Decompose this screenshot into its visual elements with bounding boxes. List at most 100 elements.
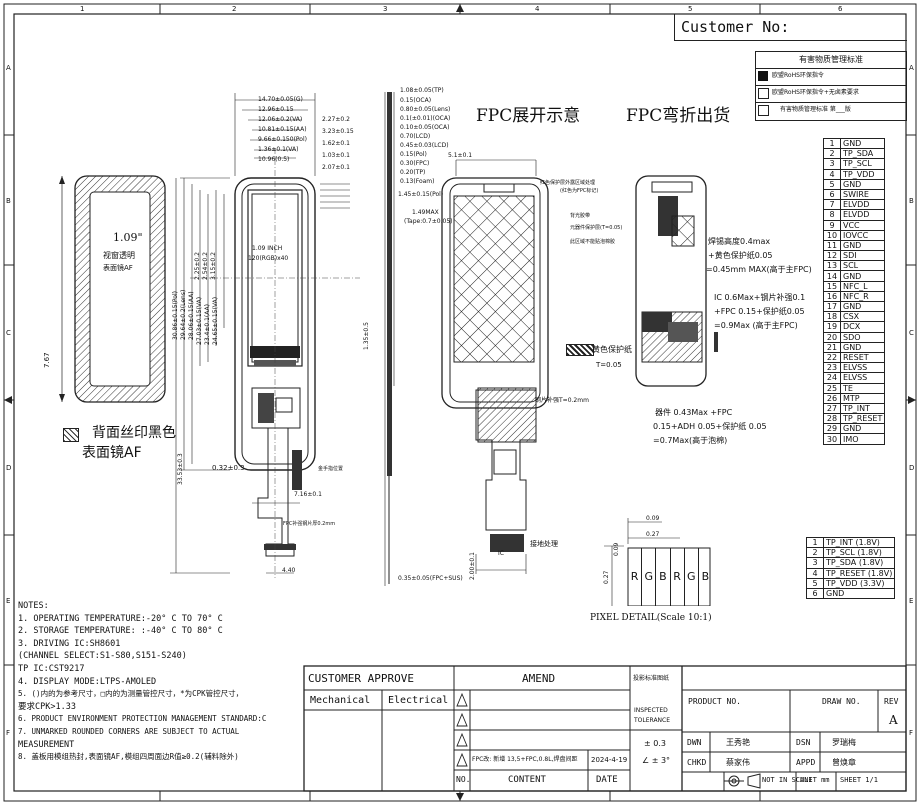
- side-dim-10: 0.20(TP): [400, 169, 426, 176]
- fold-small-3: 背光胶带: [570, 213, 591, 219]
- product-no-label: PRODUCT NO.: [688, 697, 741, 706]
- checkbox-icon: [758, 88, 769, 99]
- side-section-drawing: [384, 92, 395, 586]
- col-date-label: DATE: [596, 775, 618, 785]
- fold-note-bot-1: 器件 0.43Max +FPC: [655, 408, 733, 417]
- legend-text-2: 表面镜AF: [82, 445, 142, 461]
- border-row-b: B: [6, 197, 11, 205]
- fpc-fold-drawing: [635, 175, 718, 387]
- fold-note-mid-1: IC 0.6Max+钢片补强0.1: [714, 293, 806, 302]
- fold-small-1: 红色保护层外露区域处理: [540, 180, 596, 186]
- fold-small-4: 元器件保护层(T=0.05): [570, 225, 623, 231]
- dsn-label: DSN: [796, 738, 811, 747]
- col-content-label: CONTENT: [508, 775, 546, 785]
- legend-text-1: 背面丝印黑色: [92, 425, 176, 441]
- projection-label: 投影标准图纸: [633, 675, 670, 682]
- side-label-fpc: 0.35±0.05(FPC+SUS): [398, 575, 463, 582]
- fold-note-bot-2: 0.15+ADH 0.05+保护纸 0.05: [653, 422, 767, 431]
- hazard-item-1-label: 欧盟RoHS环保指令: [772, 72, 824, 79]
- fold-note-bot-3: =0.7Max(高于泡棉): [653, 436, 728, 445]
- chkd-label: CHKD: [687, 758, 707, 767]
- tolerance-label: TOLERANCE: [634, 717, 671, 724]
- col-no-label: NO.: [456, 775, 471, 784]
- pin-signal: GND: [822, 587, 896, 600]
- border-row-f: F: [6, 729, 11, 737]
- checked-box-icon: [758, 71, 768, 81]
- side-dim-6: 0.70(LCD): [400, 133, 431, 140]
- side-dim-12: 1.45±0.15(Pol): [398, 191, 444, 198]
- pixel-detail-caption: PIXEL DETAIL(Scale 10:1): [590, 613, 712, 623]
- appd-label: APPD: [796, 758, 816, 767]
- border-row-a: A: [6, 64, 11, 72]
- note-line: TP IC:CST9217: [18, 663, 85, 674]
- dim-716: 7.16±0.1: [294, 491, 322, 498]
- note-line: 3. DRIVING IC:SH8601: [18, 638, 121, 649]
- fpc-unfold-drawing: [441, 159, 549, 574]
- note-line: 6. PRODUCT ENVIRONMENT PROTECTION MANAGE…: [18, 714, 267, 724]
- unfold-ic-label: IC: [498, 550, 504, 557]
- border-col-1: 1: [80, 5, 85, 13]
- pixel-cell: G: [642, 548, 657, 606]
- sheet-label: SHEET 1/1: [840, 776, 878, 784]
- side-dim-8: 0.15(Pol): [400, 151, 427, 158]
- pixel-cells: R G B R G B: [628, 548, 712, 606]
- hazard-item-2-label: 欧盟RoHS环保指令+无卤素要求: [772, 89, 859, 96]
- pixel-detail-drawing: [604, 518, 711, 606]
- panel-drawing: [170, 93, 360, 578]
- dim-right-2: 3.23±0.15: [322, 128, 354, 135]
- front-window-label: 视窗透明: [103, 251, 135, 260]
- front-surface-label: 表面镜AF: [103, 264, 133, 272]
- dim-right-4: 1.03±0.1: [322, 152, 350, 159]
- dim-top-7: 10.96(0.5): [258, 156, 290, 163]
- electrical-label: Electrical: [388, 695, 449, 706]
- note-line: 5. ()内的为参考尺寸，□内的为测量管控尺寸，*为CPK管控尺寸，: [18, 689, 244, 699]
- tolerance-angular: ∠ ± 3°: [642, 756, 671, 765]
- pixel-dim-w2: 0.27: [646, 531, 660, 538]
- note-line: 2. STORAGE TEMPERATURE: :-40° C TO 80° C: [18, 626, 223, 637]
- note-line: MEASUREMENT: [18, 739, 75, 750]
- border-row-c-right: C: [909, 329, 914, 337]
- border-row-d: D: [6, 464, 12, 472]
- fold-note-mid-3: =0.9Max (高于主FPC): [714, 321, 798, 330]
- panel-resolution-label: 120(RGB)x40: [248, 255, 289, 262]
- front-view-drawing: [59, 175, 166, 403]
- checkbox-icon: [758, 105, 769, 116]
- dsn-name: 罗瑞梅: [832, 738, 856, 747]
- note-line: 要求CPK>1.33: [18, 701, 76, 712]
- fold-note-yellow: 黄色保护纸: [592, 345, 632, 354]
- fold-note-top-2: +黄色保护纸0.05: [708, 251, 773, 260]
- hatch-legend-icon: [63, 428, 79, 442]
- hazard-item-1: 欧盟RoHS环保指令: [756, 68, 906, 86]
- side-dim-1: 1.08±0.05(TP): [400, 87, 444, 94]
- note-line: (CHANNEL SELECT:S1-S80,S151-S240): [18, 651, 187, 662]
- rev-value: A: [889, 713, 898, 727]
- border-col-3: 3: [383, 5, 388, 13]
- dim-right-3: 1.62±0.1: [322, 140, 350, 147]
- border-row-b-right: B: [909, 197, 914, 205]
- border-row-e: E: [6, 597, 11, 605]
- border-col-6: 6: [838, 5, 843, 13]
- chkd-name: 蔡家伟: [726, 758, 750, 767]
- side-label-tape: (Tape:0.7±0.05): [404, 218, 453, 225]
- side-dim-7: 0.45±0.03(LCD): [400, 142, 449, 149]
- notes-heading: NOTES:: [18, 601, 49, 611]
- border-row-f-right: F: [909, 729, 914, 737]
- hazard-item-3: 有害物质管理标准 第___版: [756, 102, 906, 119]
- pixel-cell: R: [671, 548, 685, 606]
- not-in-scale-label: NOT IN SCALE: [762, 776, 813, 784]
- side-label-max: 1.49MAX: [412, 209, 439, 216]
- fold-note-top-1: 焊锡高度0.4max: [708, 237, 771, 246]
- fold-note-top-3: =0.45mm MAX(高于主FPC): [706, 265, 812, 274]
- border-row-a-right: A: [909, 64, 914, 72]
- notes-block: NOTES: 1. OPERATING TEMPERATURE:-20° C T…: [18, 600, 310, 764]
- note-line: 7. UNMARKED ROUNDED CORNERS ARE SUBJECT …: [18, 726, 240, 736]
- amend-label: AMEND: [522, 672, 556, 685]
- pixel-cell: B: [701, 570, 710, 583]
- fold-note-mid-2: +FPC 0.15+保护纸0.05: [714, 307, 805, 316]
- dwn-label: DWN: [687, 738, 702, 747]
- hazard-item-2: 欧盟RoHS环保指令+无卤素要求: [756, 85, 906, 103]
